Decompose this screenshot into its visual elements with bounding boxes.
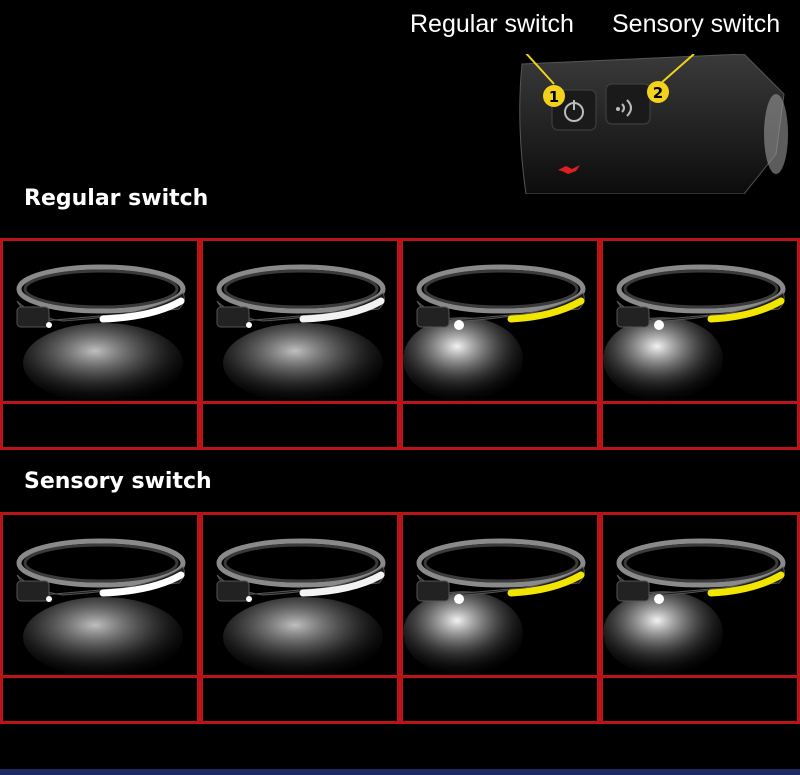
mode-image-cell (400, 512, 600, 678)
mode-grid-sensory (0, 512, 800, 724)
mode-grid-regular (0, 238, 800, 450)
red-indicator-icon (558, 165, 580, 174)
callout-number-2: 2 (653, 84, 663, 102)
headlamp-icon (216, 264, 386, 401)
mode-caption-cell (600, 404, 800, 450)
power-button-icon[interactable] (564, 100, 584, 122)
regular-switch-callout-label: Regular switch (410, 10, 574, 38)
mode-image-cell (600, 238, 800, 404)
mode-image-cell (600, 512, 800, 678)
image-row (0, 512, 800, 678)
caption-row (0, 404, 800, 450)
mode-image-cell (0, 512, 200, 678)
headlamp-icon (16, 538, 186, 675)
headlamp-device-closeup: 1 2 (519, 54, 788, 194)
mode-caption-cell (0, 678, 200, 724)
mode-image-cell (200, 512, 400, 678)
mode-caption-cell (200, 678, 400, 724)
headlamp-icon (16, 264, 186, 401)
headlamp-icon (603, 538, 786, 675)
headlamp-icon (603, 264, 786, 401)
mode-image-cell (200, 238, 400, 404)
bottom-bar (0, 769, 800, 775)
mode-caption-cell (600, 678, 800, 724)
caption-row (0, 678, 800, 724)
callout-number-1: 1 (549, 88, 559, 106)
headlamp-icon (403, 538, 586, 675)
headlamp-icon (216, 538, 386, 675)
section-title-sensory: Sensory switch (24, 469, 212, 494)
section-title-regular: Regular switch (24, 186, 209, 211)
sensory-switch-callout-label: Sensory switch (612, 10, 781, 38)
mode-caption-cell (400, 678, 600, 724)
sensor-wave-icon[interactable] (616, 99, 632, 117)
mode-caption-cell (0, 404, 200, 450)
headlamp-icon (403, 264, 586, 401)
mode-caption-cell (400, 404, 600, 450)
image-row (0, 238, 800, 404)
mode-caption-cell (200, 404, 400, 450)
mode-image-cell (0, 238, 200, 404)
mode-image-cell (400, 238, 600, 404)
